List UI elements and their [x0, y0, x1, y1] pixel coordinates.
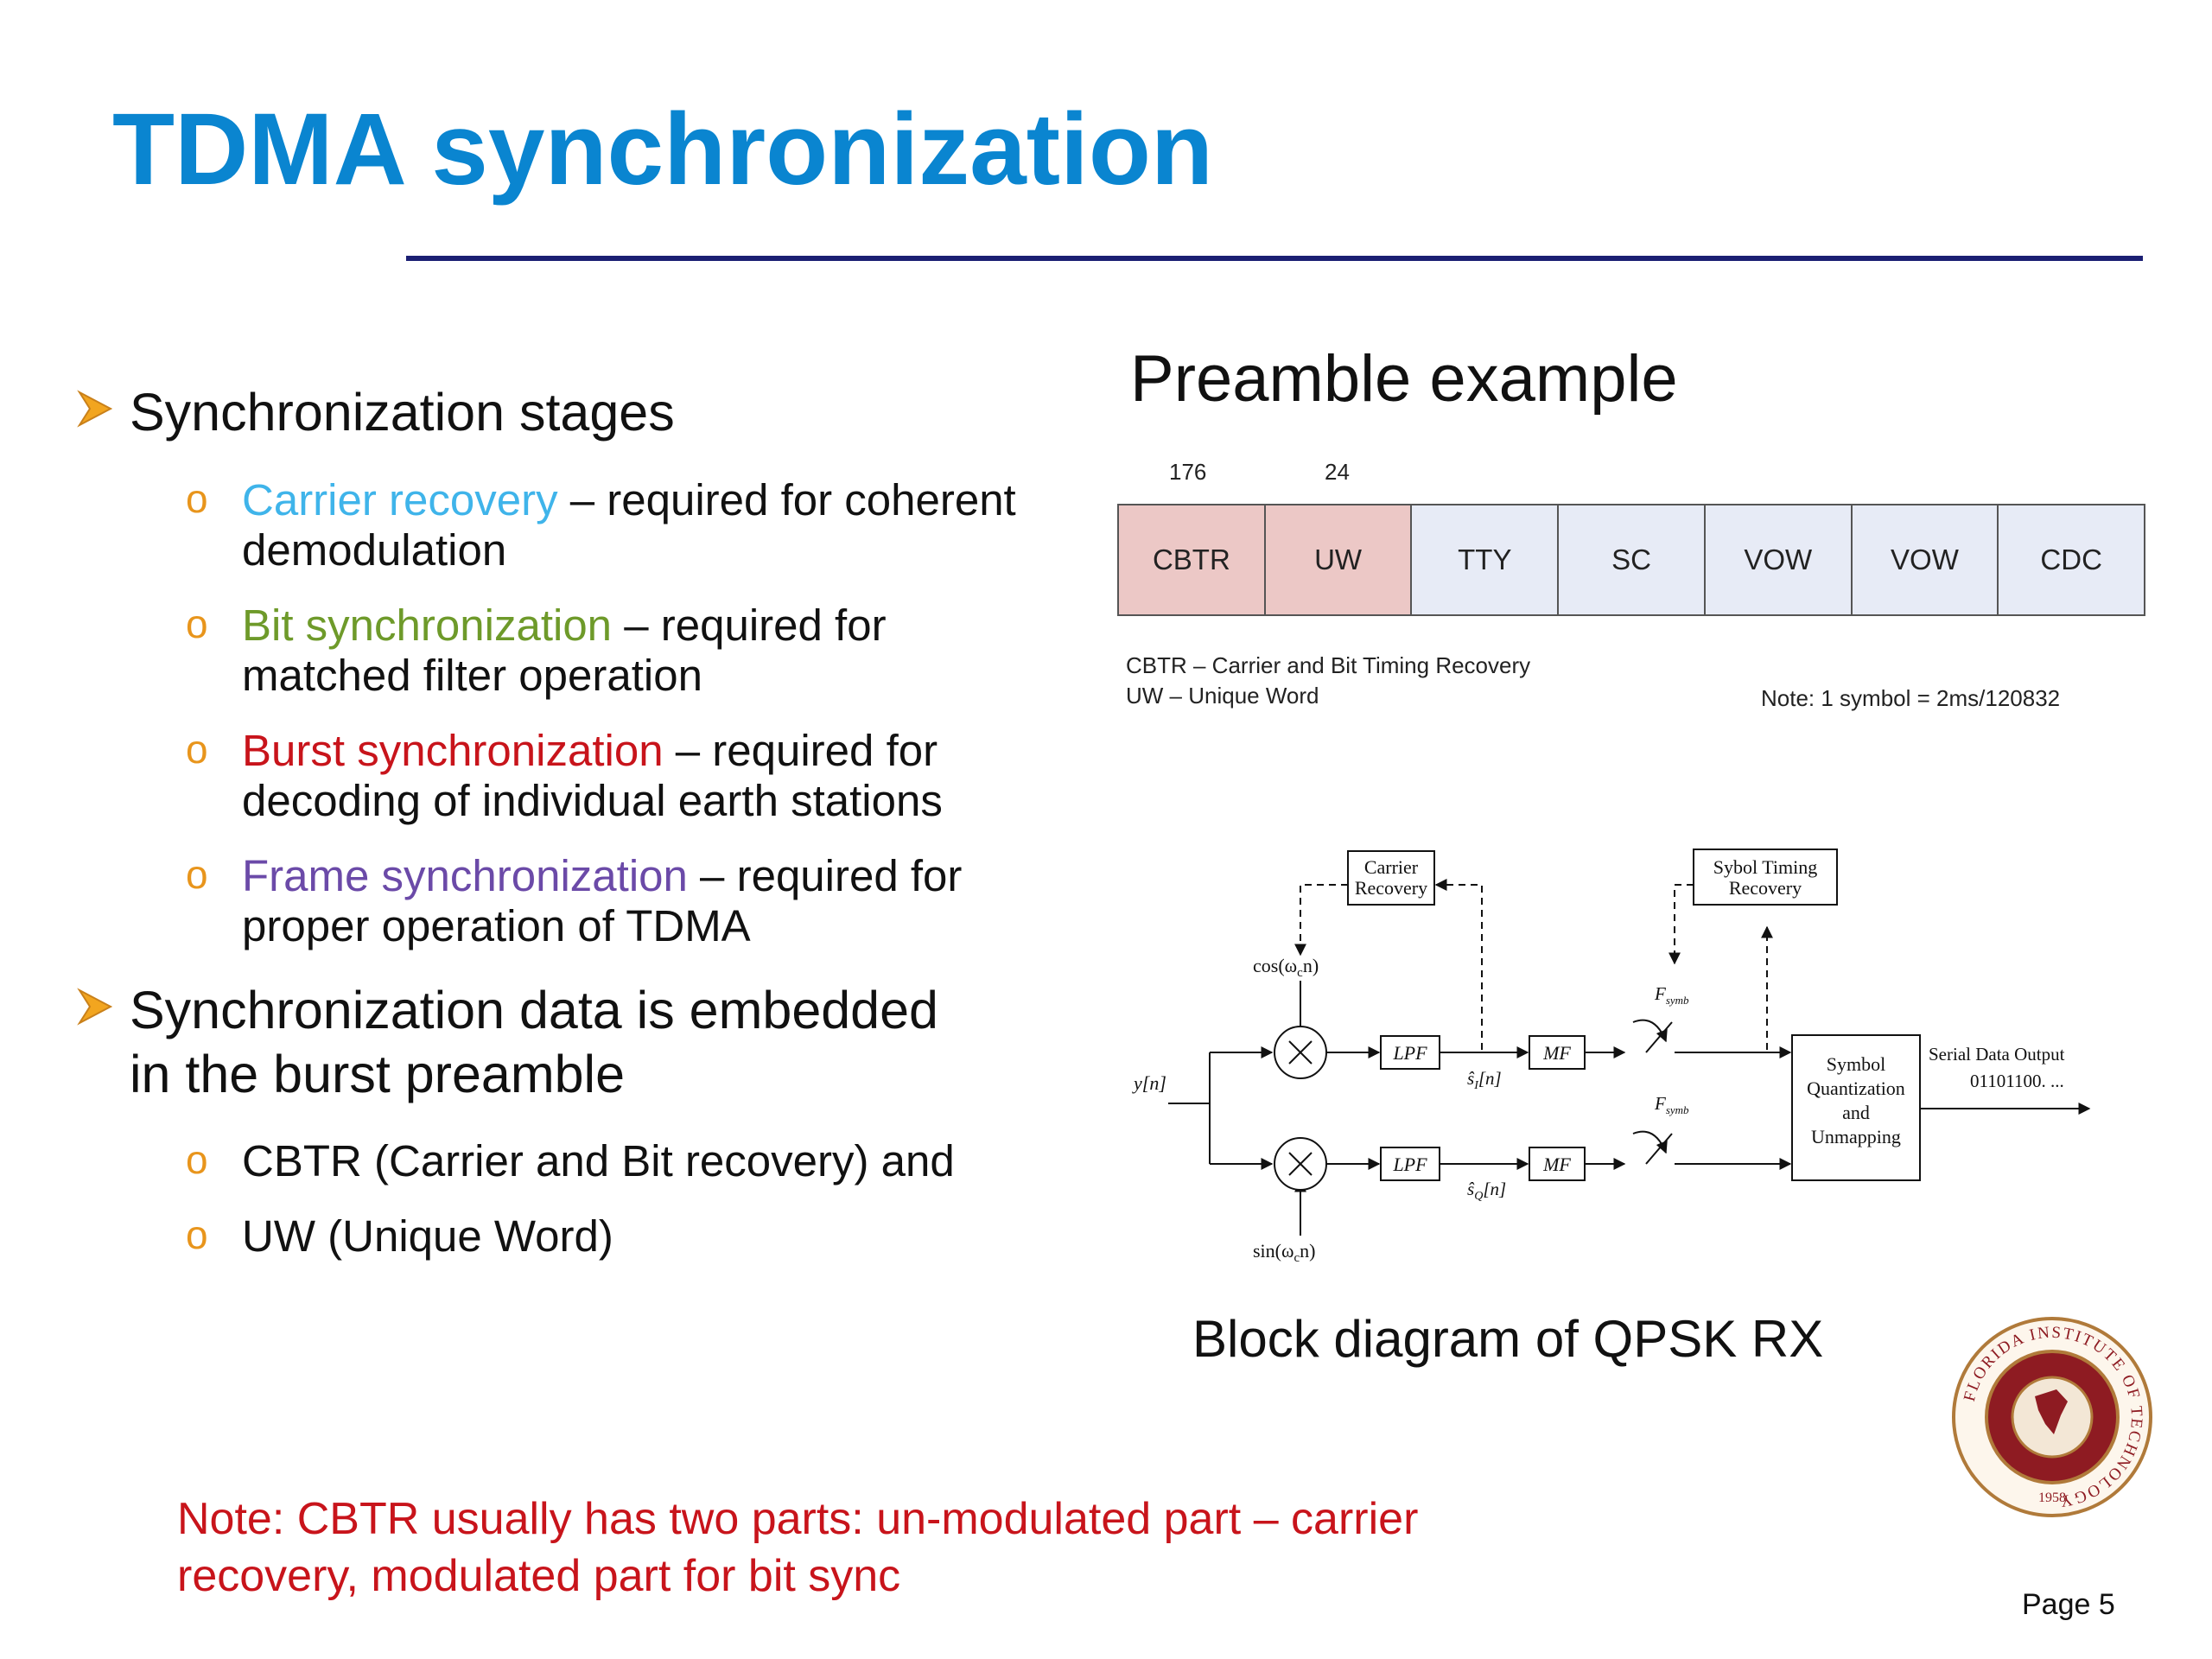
timing-recovery-label-2: Recovery — [1729, 877, 1802, 899]
sub-bullet-rest: – required for coherent — [557, 475, 1016, 524]
note-line1: Note: CBTR usually has two parts: un-mod… — [177, 1494, 1419, 1544]
bullet-o-icon: o — [186, 1212, 208, 1257]
preamble-legend-uw: UW – Unique Word — [1126, 683, 1319, 709]
sub-bullet-line1: Carrier recovery – required for coherent — [242, 475, 1016, 525]
cbtr-note: Note: CBTR usually has two parts: un-mod… — [177, 1491, 1418, 1605]
diagram-caption: Block diagram of QPSK RX — [1192, 1310, 1824, 1368]
note-line2: recovery, modulated part for bit sync — [177, 1551, 901, 1601]
symbol-timing-recovery-box — [1693, 849, 1838, 906]
sub-bullet-rest: – required for — [612, 601, 887, 650]
sampler-switch-q — [1645, 1133, 1673, 1165]
carrier-recovery-label-1: Carrier — [1364, 856, 1419, 878]
mf-q-label: MF — [1542, 1154, 1571, 1175]
title-divider — [406, 256, 2143, 261]
carrier-recovery-label-2: Recovery — [1355, 877, 1427, 899]
si-label: ŝI[n] — [1467, 1068, 1502, 1092]
sub-bullet-line1: Burst synchronization – required for — [242, 726, 938, 776]
sub-bullet-line1: Bit synchronization – required for — [242, 601, 887, 651]
highlight-carrier-recovery: Carrier recovery — [242, 475, 558, 524]
sin-label: sin(ωcn) — [1253, 1240, 1315, 1265]
preamble-cell-uw: UW — [1265, 505, 1413, 614]
sub-bullet-line2: proper operation of TDMA — [242, 901, 751, 950]
bullet-line1: Synchronization data is embedded — [130, 981, 938, 1039]
input-label: y[n] — [1132, 1072, 1166, 1094]
bullet-text: Synchronization stages — [130, 383, 675, 442]
sub-bullet-rest: – required for — [663, 726, 938, 775]
preamble-symbol-note: Note: 1 symbol = 2ms/120832 — [1761, 685, 2061, 711]
sq-label: ŝQ[n] — [1467, 1179, 1506, 1203]
lpf-q-label: LPF — [1392, 1154, 1427, 1175]
serial-output-bits: 01101100. ... — [1970, 1071, 2064, 1091]
preamble-title: Preamble example — [1130, 342, 1678, 416]
lpf-i-label: LPF — [1392, 1042, 1427, 1064]
cos-label: cos(ωcn) — [1253, 955, 1319, 980]
sub-bullet-line2: demodulation — [242, 525, 507, 575]
highlight-bit-synchronization: Bit synchronization — [242, 601, 613, 650]
highlight-burst-synchronization: Burst synchronization — [242, 726, 664, 775]
sub-bullet-rest: – required for — [687, 851, 963, 900]
bullet-o-icon: o — [186, 476, 208, 521]
timing-recovery-label-1: Sybol Timing — [1713, 856, 1817, 878]
timing-feedback-out — [1669, 884, 1694, 965]
sampler-arc-i — [1632, 1019, 1668, 1043]
highlight-frame-synchronization: Frame synchronization — [242, 851, 688, 900]
preamble-cell-vow: VOW — [1705, 505, 1853, 614]
preamble-count-uw: 24 — [1325, 459, 1350, 485]
quant-label-1: Symbol — [1827, 1053, 1885, 1075]
bullet-o-icon: o — [186, 727, 208, 772]
mf-i-label: MF — [1542, 1042, 1571, 1064]
preamble-frame-table: CBTR UW TTY SC VOW VOW CDC — [1117, 504, 2145, 616]
bullet-o-icon: o — [186, 852, 208, 897]
slide-title: TDMA synchronization — [112, 92, 1213, 207]
bullet-o-icon: o — [186, 1137, 208, 1182]
arrowhead-bullet-icon — [77, 390, 112, 428]
arrowhead-bullet-icon — [77, 988, 112, 1026]
university-seal-logo: FLORIDA INSTITUTE OF TECHNOLOGY 1958 — [1952, 1317, 2152, 1517]
preamble-count-cbtr: 176 — [1169, 459, 1207, 485]
sub-bullet-line2: matched filter operation — [242, 651, 702, 700]
bullet-line2: in the burst preamble — [130, 1045, 626, 1103]
sub-bullet-text: UW (Unique Word) — [242, 1211, 613, 1261]
preamble-cell-cdc: CDC — [1999, 505, 2145, 614]
quant-label-3: and — [1842, 1102, 1870, 1123]
continent-icon — [2035, 1389, 2068, 1434]
preamble-legend-cbtr: CBTR – Carrier and Bit Timing Recovery — [1126, 652, 1531, 678]
sub-bullet-text: CBTR (Carrier and Bit recovery) and — [242, 1136, 955, 1185]
sub-bullet-line1: Frame synchronization – required for — [242, 851, 962, 901]
serial-output-label: Serial Data Output — [1929, 1044, 2065, 1065]
preamble-cell-cbtr: CBTR — [1119, 505, 1266, 614]
multiply-icon — [1288, 1152, 1313, 1176]
sampler-arc-q — [1632, 1130, 1668, 1154]
carrier-recovery-box — [1347, 850, 1435, 906]
sub-bullet-line2: decoding of individual earth stations — [242, 776, 943, 825]
multiply-icon — [1288, 1040, 1313, 1065]
fsymb-label-i: Fsymb — [1654, 983, 1689, 1007]
carrier-feedback-out — [1294, 884, 1348, 957]
quant-label-4: Unmapping — [1811, 1126, 1901, 1147]
quant-label-2: Quantization — [1807, 1077, 1905, 1099]
sampler-switch-i — [1645, 1021, 1673, 1053]
seal-year: 1958 — [2038, 1491, 2066, 1505]
fsymb-label-q: Fsymb — [1654, 1093, 1689, 1116]
page-number: Page 5 — [2022, 1588, 2115, 1621]
preamble-cell-tty: TTY — [1412, 505, 1560, 614]
carrier-feedback-in — [1434, 879, 1483, 1050]
qpsk-rx-block-diagram: Carrier Recovery Sybol Timing Recovery c… — [1132, 849, 2091, 1265]
preamble-cell-vow-2: VOW — [1852, 505, 1999, 614]
bullet-o-icon: o — [186, 601, 208, 646]
preamble-cell-sc: SC — [1559, 505, 1706, 614]
